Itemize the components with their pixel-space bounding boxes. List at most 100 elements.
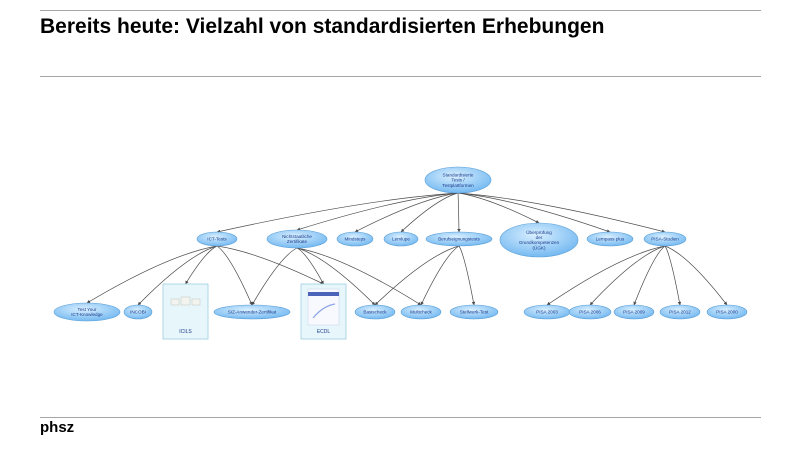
node-nichtstaatlich-label: Zertifikate xyxy=(287,239,308,244)
edge-root-to-pisa_studien xyxy=(457,192,666,233)
node-pisa_studien-shape xyxy=(643,231,687,247)
node-test_your-label: ICT-Knowledge xyxy=(71,312,103,317)
title-top-rule xyxy=(40,10,761,11)
node-mindsteps-label: Mindsteps xyxy=(345,237,367,242)
node-ecdl: ECDL xyxy=(300,283,347,340)
node-basischeck-label: Basischeck xyxy=(363,310,387,315)
footer-rule xyxy=(40,417,761,418)
node-stellwerk: Stellwerk-Test xyxy=(449,304,499,320)
node-basischeck: Basischeck xyxy=(354,304,396,320)
node-pisa2012: PISA 2012 xyxy=(659,304,701,320)
node-root-label: Testplattformen xyxy=(442,183,474,188)
edge-pisa_studien-to-pisa2003 xyxy=(546,245,666,306)
node-pisa2006-shape xyxy=(568,304,612,320)
node-pisa2009-label: PISA 2009 xyxy=(623,310,645,315)
node-root-label: Standardisierte xyxy=(443,172,474,177)
edge-root-to-lernpass xyxy=(457,192,611,233)
node-ict-label: ICT-Tests xyxy=(207,237,227,242)
node-incobi-shape xyxy=(123,304,153,320)
node-pisa_studien: PISA-Studien xyxy=(643,231,687,247)
node-test_your-label: Test Your xyxy=(78,307,97,312)
node-icils-frame xyxy=(162,283,209,340)
node-stellwerk-label: Stellwerk-Test xyxy=(460,310,489,315)
title-bottom-rule xyxy=(40,76,761,77)
icils-thumbnail-image xyxy=(170,296,201,306)
node-ueberpruefung-label: (ÜGK) xyxy=(532,244,545,250)
edge-berufs-to-multicheck xyxy=(420,245,460,306)
edge-root-to-ueberpruefung xyxy=(457,192,540,224)
node-mindsteps-shape xyxy=(336,231,374,247)
node-pisa2000-label: PISA 2000 xyxy=(716,310,738,315)
node-berufs: Berufseignungstests xyxy=(425,231,493,247)
slide-title: Bereits heute: Vielzahl von standardisie… xyxy=(40,15,605,38)
node-siz-shape xyxy=(213,304,291,320)
node-lernpass-shape xyxy=(586,231,634,247)
node-icils: ICILS xyxy=(162,283,209,340)
node-siz-label: SIZ-Anwender-Zertifikat xyxy=(228,310,277,315)
node-pisa2000-shape xyxy=(706,304,748,320)
edge-root-to-lernlupe xyxy=(400,192,459,233)
node-stellwerk-shape xyxy=(449,304,499,320)
ecdl-thumbnail-image xyxy=(307,288,340,326)
node-root-label: Tests / xyxy=(451,178,465,183)
node-multicheck: Multicheck xyxy=(400,304,442,320)
node-pisa2000: PISA 2000 xyxy=(706,304,748,320)
edge-nichtstaatlich-to-multicheck xyxy=(296,247,422,306)
node-mindsteps: Mindsteps xyxy=(336,231,374,247)
node-pisa2012-shape xyxy=(659,304,701,320)
node-icils-label: ICILS xyxy=(179,329,192,335)
node-pisa2009: PISA 2009 xyxy=(613,304,655,320)
edge-pisa_studien-to-pisa2006 xyxy=(589,245,666,306)
edge-ict-to-test_your xyxy=(86,245,218,304)
node-test_your-shape xyxy=(53,302,121,322)
node-pisa2006: PISA 2006 xyxy=(568,304,612,320)
edge-berufs-to-stellwerk xyxy=(458,245,476,306)
node-lernlupe-shape xyxy=(383,231,419,247)
edge-ict-to-icils xyxy=(185,245,218,285)
node-siz: SIZ-Anwender-Zertifikat xyxy=(213,304,291,320)
edge-berufs-to-basischeck xyxy=(374,245,460,306)
node-nichtstaatlich-shape xyxy=(266,229,328,249)
edge-ict-to-incobi xyxy=(137,245,218,306)
edge-root-to-ict xyxy=(216,192,459,234)
edge-root-to-nichtstaatlich xyxy=(296,192,459,231)
node-pisa2003: PISA 2003 xyxy=(523,304,571,320)
node-pisa2012-label: PISA 2012 xyxy=(669,310,691,315)
node-multicheck-shape xyxy=(400,304,442,320)
node-ecdl-label: ECDL xyxy=(317,329,331,335)
edge-pisa_studien-to-pisa2009 xyxy=(633,245,666,306)
edge-ict-to-ecdl xyxy=(216,245,324,285)
node-ueberpruefung-shape xyxy=(499,222,579,258)
node-berufs-label: Berufseignungstests xyxy=(438,237,480,242)
edge-ict-to-siz xyxy=(216,245,253,306)
node-lernpass-label: Lernpass plus xyxy=(596,237,625,242)
edge-pisa_studien-to-pisa2012 xyxy=(664,245,682,306)
edge-pisa_studien-to-pisa2000 xyxy=(664,245,728,306)
node-incobi: INCOBI xyxy=(123,304,153,320)
node-lernlupe-label: Lernlupe xyxy=(392,237,410,242)
node-basischeck-shape xyxy=(354,304,396,320)
edge-nichtstaatlich-to-siz xyxy=(251,247,298,306)
node-multicheck-label: Multicheck xyxy=(410,310,432,315)
node-pisa2006-label: PISA 2006 xyxy=(579,310,601,315)
node-incobi-label: INCOBI xyxy=(130,310,146,315)
node-ict-shape xyxy=(196,231,238,247)
node-ueberpruefung-label: der xyxy=(536,235,543,240)
node-ict: ICT-Tests xyxy=(196,231,238,247)
node-ueberpruefung-label: Grundkompetenzen xyxy=(519,240,560,245)
node-root-shape xyxy=(424,166,492,194)
node-pisa2003-label: PISA 2003 xyxy=(536,310,558,315)
edge-root-to-mindsteps xyxy=(354,192,459,233)
edge-root-to-berufs xyxy=(457,192,461,233)
diagram-edges xyxy=(86,192,728,306)
node-lernpass: Lernpass plus xyxy=(586,231,634,247)
edge-nichtstaatlich-to-ecdl xyxy=(296,247,324,285)
node-berufs-shape xyxy=(425,231,493,247)
node-pisa_studien-label: PISA-Studien xyxy=(651,237,679,242)
